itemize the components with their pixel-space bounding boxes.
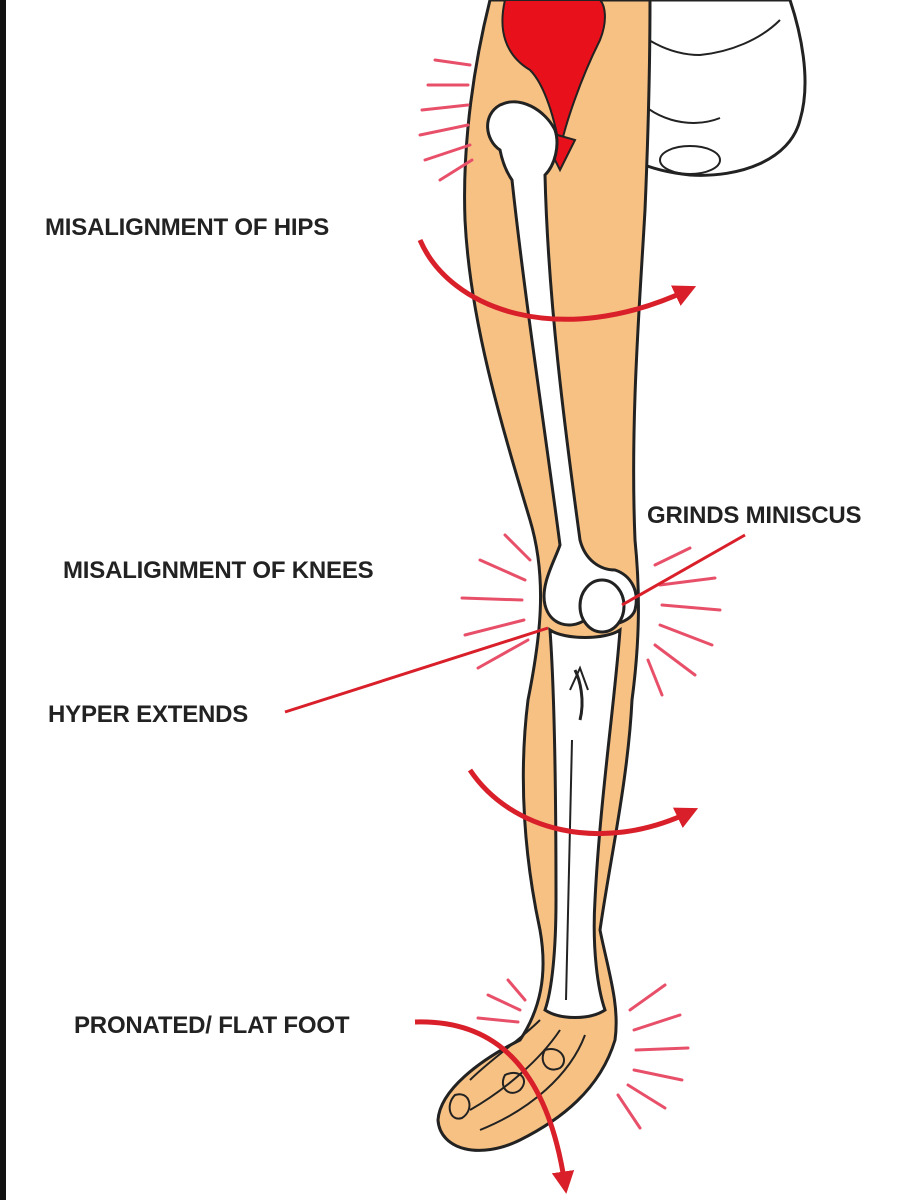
pain-rays-hip xyxy=(418,58,474,182)
pain-rays-knee-right xyxy=(646,546,722,697)
foot-pronation-arrow xyxy=(414,1019,575,1194)
label-misalignment-of-knees: MISALIGNMENT OF KNEES xyxy=(63,557,374,584)
label-hyper-extends: HYPER EXTENDS xyxy=(48,701,249,728)
pain-rays-knee-left xyxy=(460,533,532,670)
pain-rays-ankle-left xyxy=(476,978,527,1024)
pain-rays-ankle-right xyxy=(616,983,690,1130)
foot-bones xyxy=(448,1019,586,1131)
knee-rotation-arrow xyxy=(467,768,699,837)
label-grinds-miniscus: GRINDS MINISCUS xyxy=(647,502,862,529)
grinds-miniscus-leader xyxy=(621,533,746,607)
patella-bone xyxy=(578,578,626,634)
tibia-fibula-bones xyxy=(543,627,622,1019)
femur-bone xyxy=(486,100,638,627)
label-pronated-flat-foot: PRONATED/ FLAT FOOT xyxy=(74,1012,350,1039)
hip-rotation-arrow xyxy=(417,239,697,322)
hyper-extends-leader xyxy=(284,626,549,714)
label-misalignment-of-hips: MISALIGNMENT OF HIPS xyxy=(45,214,330,241)
